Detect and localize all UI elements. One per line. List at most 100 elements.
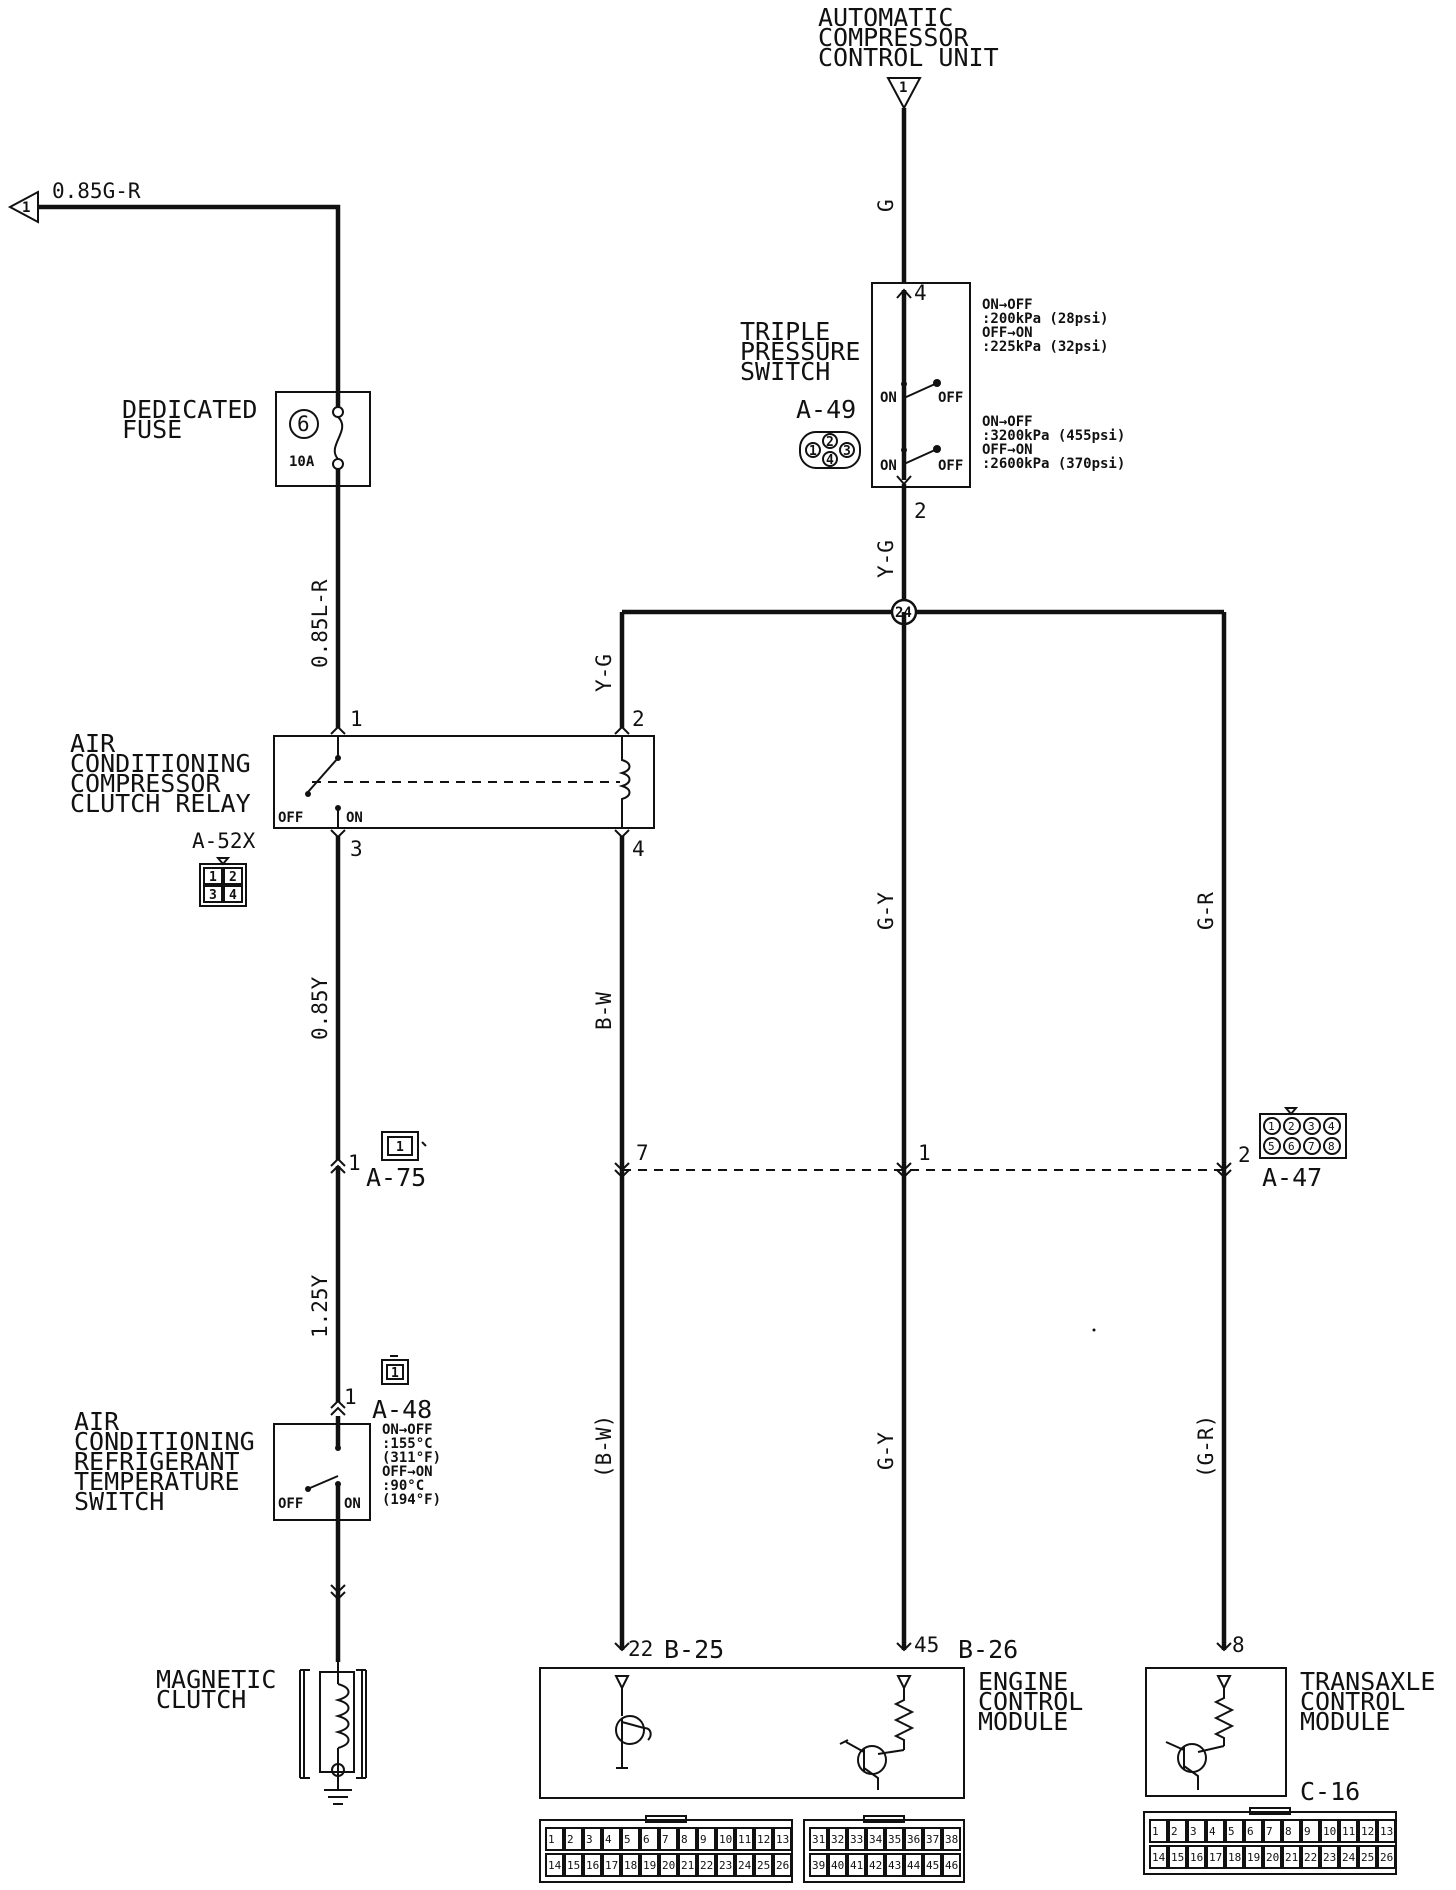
svg-text:AIR: AIR [74,1407,120,1436]
ecm-inputs [614,1642,912,1652]
c16-pin-label: 11 [1342,1825,1355,1838]
tps-spec-2: ON→OFF :3200kPa (455psi) OFF→ON :2600kPa… [982,414,1125,472]
svg-text:CONTROL: CONTROL [1300,1687,1405,1716]
c16-pin-label: 14 [1152,1851,1166,1864]
b25-pin-label: 18 [624,1859,637,1872]
c16-pin-cell [1149,1819,1168,1843]
c16-pin-label: 17 [1209,1851,1222,1864]
b25-pin-cell [678,1853,697,1877]
svg-text:ON→OFF: ON→OFF [382,1422,433,1438]
ecm-conn-b26: B-26 [958,1635,1018,1664]
svg-text:(311°F): (311°F) [382,1450,441,1466]
svg-text:3: 3 [1308,1120,1315,1133]
b26-pin-cell [847,1853,866,1877]
b25-pin-cell [735,1853,754,1877]
b26-pin-cell [904,1853,923,1877]
svg-text:CLUTCH RELAY: CLUTCH RELAY [70,789,251,818]
b25-pin-label: 12 [757,1833,770,1846]
svg-text:ENGINE: ENGINE [978,1667,1068,1696]
b26-pin-cell [923,1853,942,1877]
c16-pin-cell [1320,1819,1339,1843]
b25-pin-label: 6 [643,1833,650,1846]
wire-yg-left-label: Y-G [592,654,616,692]
svg-text:REFRIGERANT: REFRIGERANT [74,1447,240,1476]
c16-pin-cell [1358,1845,1377,1869]
magnetic-clutch-label: MAGNETIC CLUTCH [156,1665,276,1714]
b25-pin-cell [659,1853,678,1877]
b26-pin-cell [828,1853,847,1877]
tps-pin-2: 2 [914,499,927,523]
c16-pin-cell [1168,1845,1187,1869]
b26-pin-cell [828,1827,847,1851]
svg-text:OFF: OFF [278,810,303,826]
svg-text:CONTROL UNIT: CONTROL UNIT [818,43,999,72]
c16-pin-cell [1225,1819,1244,1843]
compressor-clutch-relay: OFF ON [273,725,655,839]
b26-pin-label: 44 [907,1859,921,1872]
a75-pin: 1 [348,1151,361,1175]
b25-pin-label: 21 [681,1859,694,1872]
relay-label: AIR CONDITIONING COMPRESSOR CLUTCH RELAY [70,729,251,818]
relay-connector-label: A-52X [192,829,256,853]
b26-pin-label: 36 [907,1833,920,1846]
b25-pin-label: 23 [719,1859,732,1872]
a48-pin: 1 [344,1385,357,1409]
c16-pin-label: 23 [1323,1851,1336,1864]
b25-pin-cell [583,1827,602,1851]
svg-text:CLUTCH: CLUTCH [156,1685,246,1714]
c16-pin-cell [1244,1845,1263,1869]
ecm-pin-45: 45 [914,1633,939,1657]
b25-pin-cell [735,1827,754,1851]
relay-pin-4: 4 [632,837,645,861]
b26-pin-label: 34 [869,1833,883,1846]
c16-pin-label: 12 [1361,1825,1374,1838]
b26-pin-label: 31 [812,1833,825,1846]
svg-text:ON: ON [880,458,897,474]
c16-pin-cell [1206,1819,1225,1843]
svg-text:OFF: OFF [938,390,963,406]
ecm-pin-22: 22 [628,1637,653,1661]
b25-pin-cell [583,1853,602,1877]
dedicated-fuse: 6 10A [275,391,371,487]
b26-pin-cell [809,1827,828,1851]
c16-pin-cell [1301,1819,1320,1843]
magnetic-clutch [299,1662,367,1805]
wire-bw-paren-label: (B-W) [592,1415,616,1478]
c16-pin-cell [1377,1819,1396,1843]
transaxle-control-module [1145,1667,1287,1797]
svg-text:1: 1 [1268,1120,1275,1133]
c16-pin-label: 16 [1190,1851,1203,1864]
b25-pin-label: 2 [567,1833,574,1846]
c16-pin-cell [1263,1845,1282,1869]
b25-pin-cell [659,1827,678,1851]
b25-pin-cell [716,1853,735,1877]
a47-pin-2: 2 [1238,1143,1251,1167]
a47-pin-7: 7 [636,1141,649,1165]
c16-pin-label: 5 [1228,1825,1235,1838]
svg-text:OFF→ON: OFF→ON [382,1464,433,1480]
svg-text:TRANSAXLE: TRANSAXLE [1300,1667,1435,1696]
b25-pin-label: 26 [776,1859,789,1872]
svg-text::2600kPa (370psi): :2600kPa (370psi) [982,456,1125,472]
b25-pin-label: 9 [700,1833,707,1846]
c16-pin-label: 24 [1342,1851,1356,1864]
tcm-label: TRANSAXLE CONTROL MODULE [1300,1667,1435,1736]
c16-pin-label: 26 [1380,1851,1393,1864]
svg-text:(194°F): (194°F) [382,1492,441,1508]
source-terminal: 1 [7,190,39,224]
wire-gy-low-label: G-Y [874,1432,898,1470]
svg-text:TEMPERATURE: TEMPERATURE [74,1467,240,1496]
c16-pin-cell [1320,1845,1339,1869]
wire-125y-label: 1.25Y [308,1274,332,1338]
tps-pin-4: 4 [914,281,927,305]
wire-085y-label: 0.85Y [308,976,332,1040]
svg-text:4: 4 [229,888,237,903]
svg-text:OFF→ON: OFF→ON [982,442,1033,458]
svg-text:COMPRESSOR: COMPRESSOR [818,23,969,52]
svg-text:6: 6 [1288,1140,1295,1153]
c16-pin-cell [1339,1845,1358,1869]
svg-text:1: 1 [209,870,217,885]
b25-pin-cell [621,1853,640,1877]
wire-gr-label: G-R [1194,892,1218,930]
